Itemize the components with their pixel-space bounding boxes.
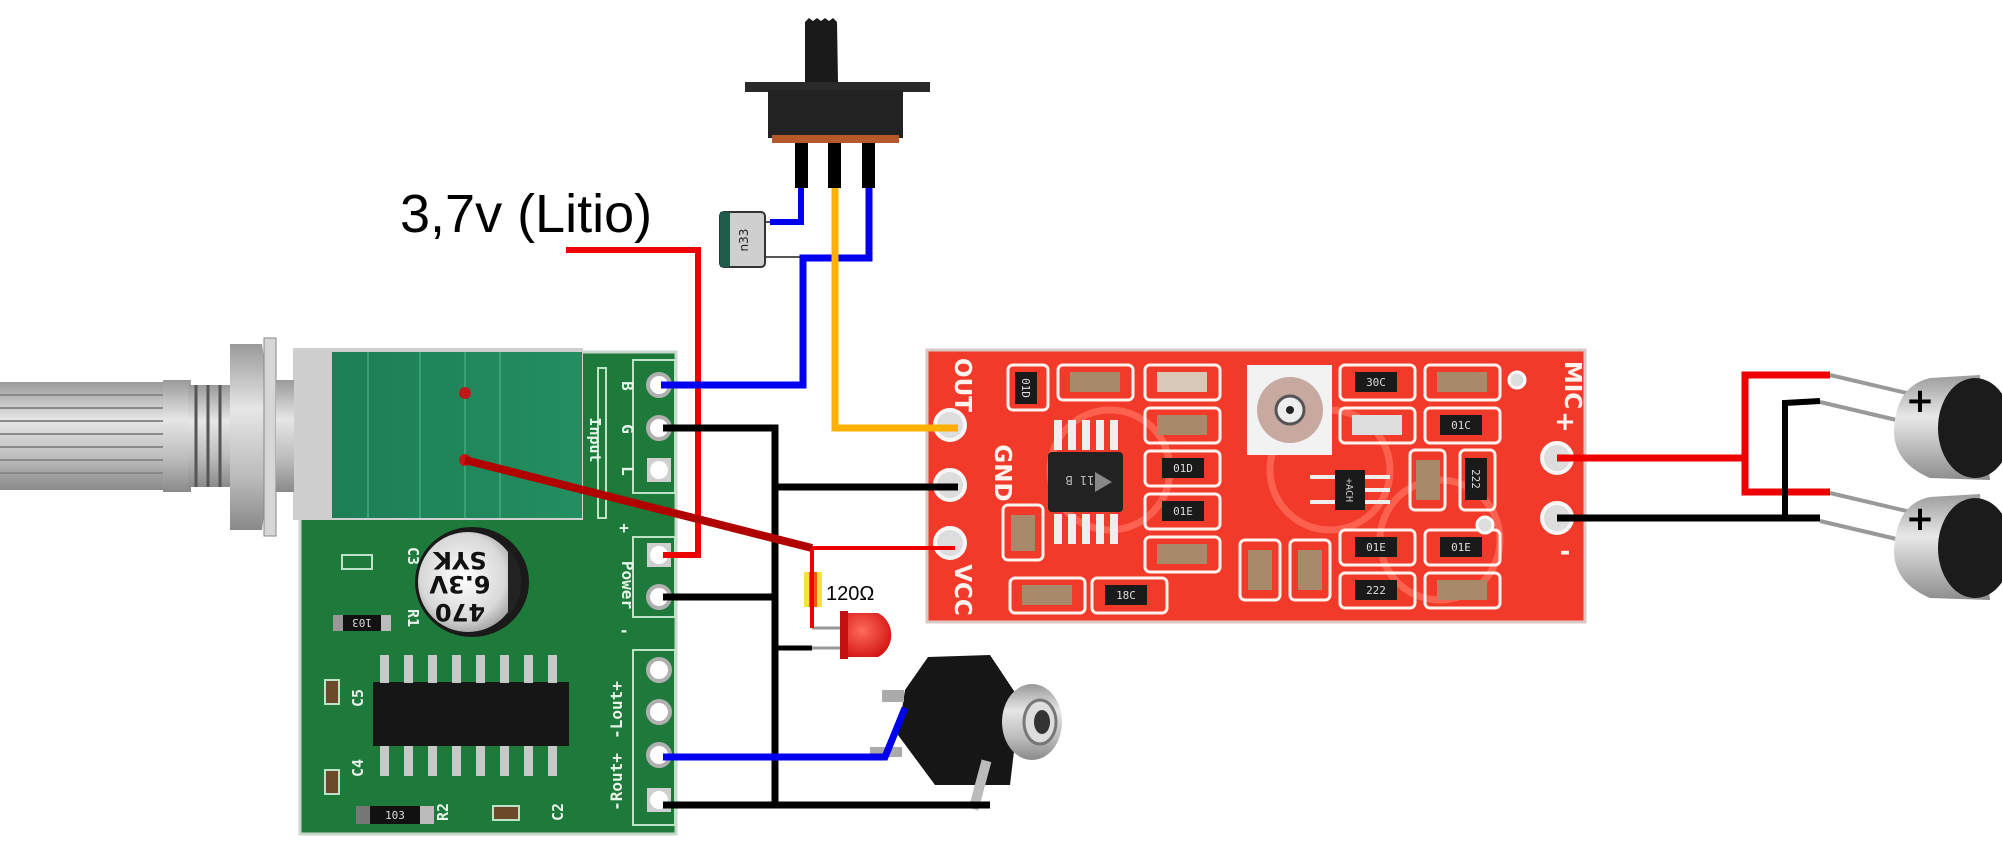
switch-pin-2 [828, 143, 841, 188]
wire-switch-to-input-b [661, 188, 873, 389]
smd-cap-c4 [324, 769, 340, 795]
pad-input-l [650, 461, 668, 479]
microphone-top: + [1819, 373, 2002, 480]
label-mic: MIC [1559, 361, 1585, 409]
ic-marking: 11 B [1066, 473, 1095, 487]
cap-label-syk: SYK [432, 546, 487, 574]
capacitor-marking: n33 [737, 229, 751, 252]
switch-base [772, 135, 899, 143]
pad-vcc [933, 526, 967, 560]
amp-board: Input B G L + Power - -Lout+ -Rout+ SYK [293, 348, 678, 836]
label-vcc: VCC [949, 564, 975, 616]
pad-lout-plus [646, 699, 672, 725]
silk-c5: C5 [349, 689, 367, 707]
svg-text:01E: 01E [1366, 541, 1386, 554]
switch-pin-1 [795, 143, 808, 188]
switch-flange [745, 82, 930, 92]
switch-body [768, 90, 903, 138]
wire-battery-positive [566, 247, 701, 558]
label-mic-plus: + [1554, 407, 1576, 437]
preamp-ic: 11 B [1048, 420, 1123, 544]
volume-knob-shaft [0, 337, 294, 537]
input-pin-label-g: G [618, 424, 637, 434]
pad-power-plus [650, 546, 668, 564]
input-header-label: Input [586, 417, 604, 462]
svg-text:18C: 18C [1116, 589, 1136, 602]
mic-top-face [1938, 378, 2002, 478]
smd-components: 01D 30C 01C 01D 01E 18C 01E 01E 222 222 [1001, 363, 1527, 615]
resistor-120: 120Ω [804, 572, 874, 607]
lout-label: -Lout+ [607, 681, 626, 739]
input-pin-label-l: L [618, 466, 637, 476]
microphone-bottom: + [1819, 491, 2002, 600]
hex-nut [230, 344, 270, 530]
wire-switch-to-mic-out [831, 188, 958, 432]
film-capacitor: n33 [719, 211, 803, 268]
silk-r1: R1 [404, 609, 422, 627]
svg-text:01D: 01D [1019, 378, 1032, 398]
switch-knob [805, 18, 838, 82]
silk-c3: C3 [404, 547, 422, 565]
smd-resistor-103-bottom [370, 806, 420, 824]
resistor-label: 120Ω [826, 583, 874, 605]
wire-switch-to-capacitor [770, 188, 804, 225]
cap-label-voltage: 6.3V [429, 570, 491, 598]
mic-top-polarity: + [1906, 381, 1935, 421]
svg-text:+ACH: +ACH [1343, 478, 1354, 502]
pad-lout-minus [646, 657, 672, 683]
washer [263, 337, 277, 537]
silk-c4: C4 [349, 759, 367, 777]
electrolytic-capacitor: SYK 6.3V 470 [415, 527, 529, 637]
mic-bottom-face [1938, 498, 2002, 598]
rout-label: -Rout+ [607, 753, 626, 811]
red-led [812, 611, 892, 659]
svg-text:30C: 30C [1366, 376, 1386, 389]
silk-c2: C2 [549, 803, 567, 821]
label-gnd: GND [989, 444, 1015, 501]
smd-resistor-103-top [337, 615, 387, 631]
sot-transistor: +ACH [1310, 470, 1390, 510]
svg-text:222: 222 [1469, 469, 1482, 489]
power-header-label: Power [618, 561, 637, 609]
smd-cap-c5 [324, 679, 340, 705]
svg-text:103: 103 [385, 809, 405, 822]
wire-mic-minus-split [1782, 398, 1821, 518]
trimmer-potentiometer [1247, 365, 1332, 455]
amp-ic [373, 655, 569, 776]
svg-text:01E: 01E [1451, 541, 1471, 554]
cap-label-value: 470 [435, 598, 485, 626]
wire-rout-plus-to-jack [663, 706, 909, 761]
svg-text:01D: 01D [1173, 462, 1193, 475]
power-plus-label: + [619, 518, 629, 537]
battery-label: 3,7v (Litio) [400, 184, 652, 244]
svg-text:103: 103 [352, 616, 372, 629]
audio-jack [870, 655, 1062, 811]
input-pin-label-b: B [618, 381, 637, 391]
power-minus-label: - [619, 621, 629, 640]
wire-ground-bus [663, 424, 779, 805]
switch-pin-3 [862, 143, 875, 188]
slide-switch [745, 18, 930, 188]
smd-cap-c2 [492, 805, 520, 821]
led-body [843, 613, 892, 657]
svg-text:01E: 01E [1173, 505, 1193, 518]
jack-body [898, 655, 1020, 785]
label-out: OUT [949, 358, 975, 412]
svg-text:01C: 01C [1451, 419, 1471, 432]
pot-pin-top [459, 387, 471, 399]
silk-r2: R2 [434, 803, 452, 821]
mic-preamp-board: OUT GND VCC MIC + - 11 B [925, 348, 1587, 624]
svg-text:222: 222 [1366, 584, 1386, 597]
wire-pot-to-vcc [464, 456, 813, 552]
mic-bottom-polarity: + [1906, 499, 1935, 539]
label-mic-minus: - [1560, 537, 1571, 567]
potentiometer-housing [332, 352, 582, 518]
smd-resistor [1015, 372, 1037, 404]
